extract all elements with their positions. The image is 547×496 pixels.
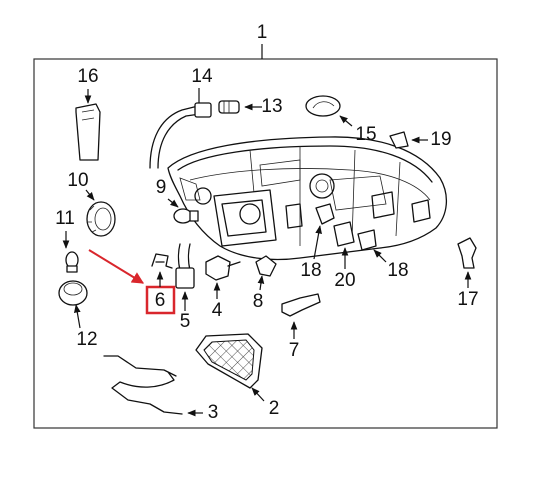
part-14-wire-harness (149, 102, 212, 169)
part-18-left (315, 203, 335, 225)
part-15-cap (305, 95, 341, 117)
part-8-bulb-holder (255, 255, 277, 277)
callout-10: 10 (67, 170, 88, 191)
part-6-clip (151, 253, 173, 269)
callout-20: 20 (334, 270, 355, 291)
part-18-right (357, 229, 377, 251)
callout-6: 6 (155, 290, 166, 311)
callout-11: 11 (55, 208, 75, 229)
callout-1: 1 (257, 22, 268, 43)
part-9-bulb (173, 208, 199, 224)
callout-14: 14 (191, 66, 213, 87)
part-5-connector (175, 243, 195, 289)
part-7-bulb (281, 293, 321, 317)
headlamp-housing (167, 136, 447, 261)
part-12-socket (58, 280, 88, 306)
callout-19: 19 (430, 129, 451, 150)
callout-13: 13 (261, 96, 282, 117)
callout-16: 16 (77, 66, 98, 87)
callout-8: 8 (253, 291, 264, 312)
highlight-arrow (88, 249, 145, 284)
part-11-bulb (65, 251, 79, 273)
part-17-elbow (457, 237, 477, 269)
part-19-clip (389, 131, 409, 149)
part-10-socket (86, 201, 116, 237)
callout-2: 2 (269, 398, 280, 419)
part-2-gasket (195, 333, 263, 389)
part-3-spring-wire (103, 355, 183, 415)
callout-12: 12 (76, 329, 97, 350)
callout-18-right: 18 (387, 260, 408, 281)
diagram-frame (33, 58, 498, 429)
callout-17: 17 (457, 289, 478, 310)
part-20 (333, 221, 355, 247)
callout-7: 7 (289, 340, 300, 361)
callout-4: 4 (212, 300, 223, 321)
callout-15: 15 (355, 124, 376, 145)
part-4-socket (205, 255, 241, 281)
callout-5: 5 (180, 311, 191, 332)
callout-18-left: 18 (300, 260, 321, 281)
callout-9: 9 (156, 177, 167, 198)
part-13-bulb (218, 100, 240, 114)
callout-3: 3 (208, 402, 219, 423)
part-16-bracket (75, 103, 101, 161)
